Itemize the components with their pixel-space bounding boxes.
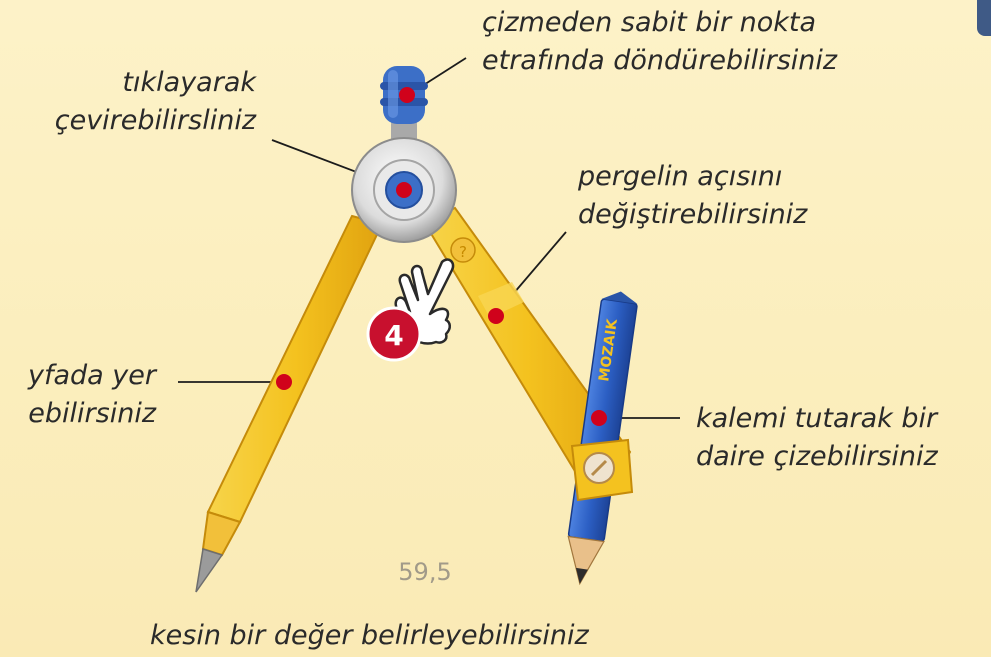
value-annotation: kesin bir değer belirleyebilirsiniz <box>150 620 589 651</box>
pencil-clamp[interactable] <box>570 438 634 502</box>
circle-annotation-line2: daire çizebilirsiniz <box>696 441 938 472</box>
hotspot-place[interactable] <box>276 374 292 390</box>
angle-annotation-line2: değiştirebilirsiniz <box>578 199 808 230</box>
compass-value-readout[interactable]: 59,5 <box>398 558 452 586</box>
step-badge: 4 <box>366 306 422 362</box>
turn-annotation: tıklayarak çevirebilirsliniz <box>10 64 256 140</box>
hotspot-circle[interactable] <box>591 410 607 426</box>
hotspot-angle[interactable] <box>488 308 504 324</box>
compass-left-leg[interactable] <box>195 214 384 593</box>
turn-annotation-line2: çevirebilirsliniz <box>54 105 256 136</box>
turn-annotation-line1: tıklayarak <box>122 67 256 98</box>
circle-annotation-line1: kalemi tutarak bir <box>696 403 938 434</box>
angle-annotation: pergelin açısını değiştirebilirsiniz <box>578 158 807 234</box>
place-annotation: yfada yer ebilirsiniz <box>0 357 156 433</box>
hotspot-rotate[interactable] <box>399 87 415 103</box>
place-annotation-line1: yfada yer <box>28 360 156 391</box>
rotate-annotation: çizmeden sabit bir nokta etrafında döndü… <box>482 4 837 80</box>
circle-annotation: kalemi tutarak bir daire çizebilirsiniz <box>696 400 938 476</box>
hotspot-markers <box>276 87 607 426</box>
place-annotation-line2: ebilirsiniz <box>28 398 156 429</box>
rotate-annotation-line2: etrafında döndürebilirsiniz <box>482 45 838 76</box>
hotspot-turn[interactable] <box>396 182 412 198</box>
angle-annotation-line1: pergelin açısını <box>578 161 783 192</box>
help-icon: ? <box>459 243 467 261</box>
panel-edge-tab[interactable] <box>977 0 991 36</box>
rotate-annotation-line1: çizmeden sabit bir nokta <box>482 7 817 38</box>
step-badge-number: 4 <box>384 319 403 352</box>
